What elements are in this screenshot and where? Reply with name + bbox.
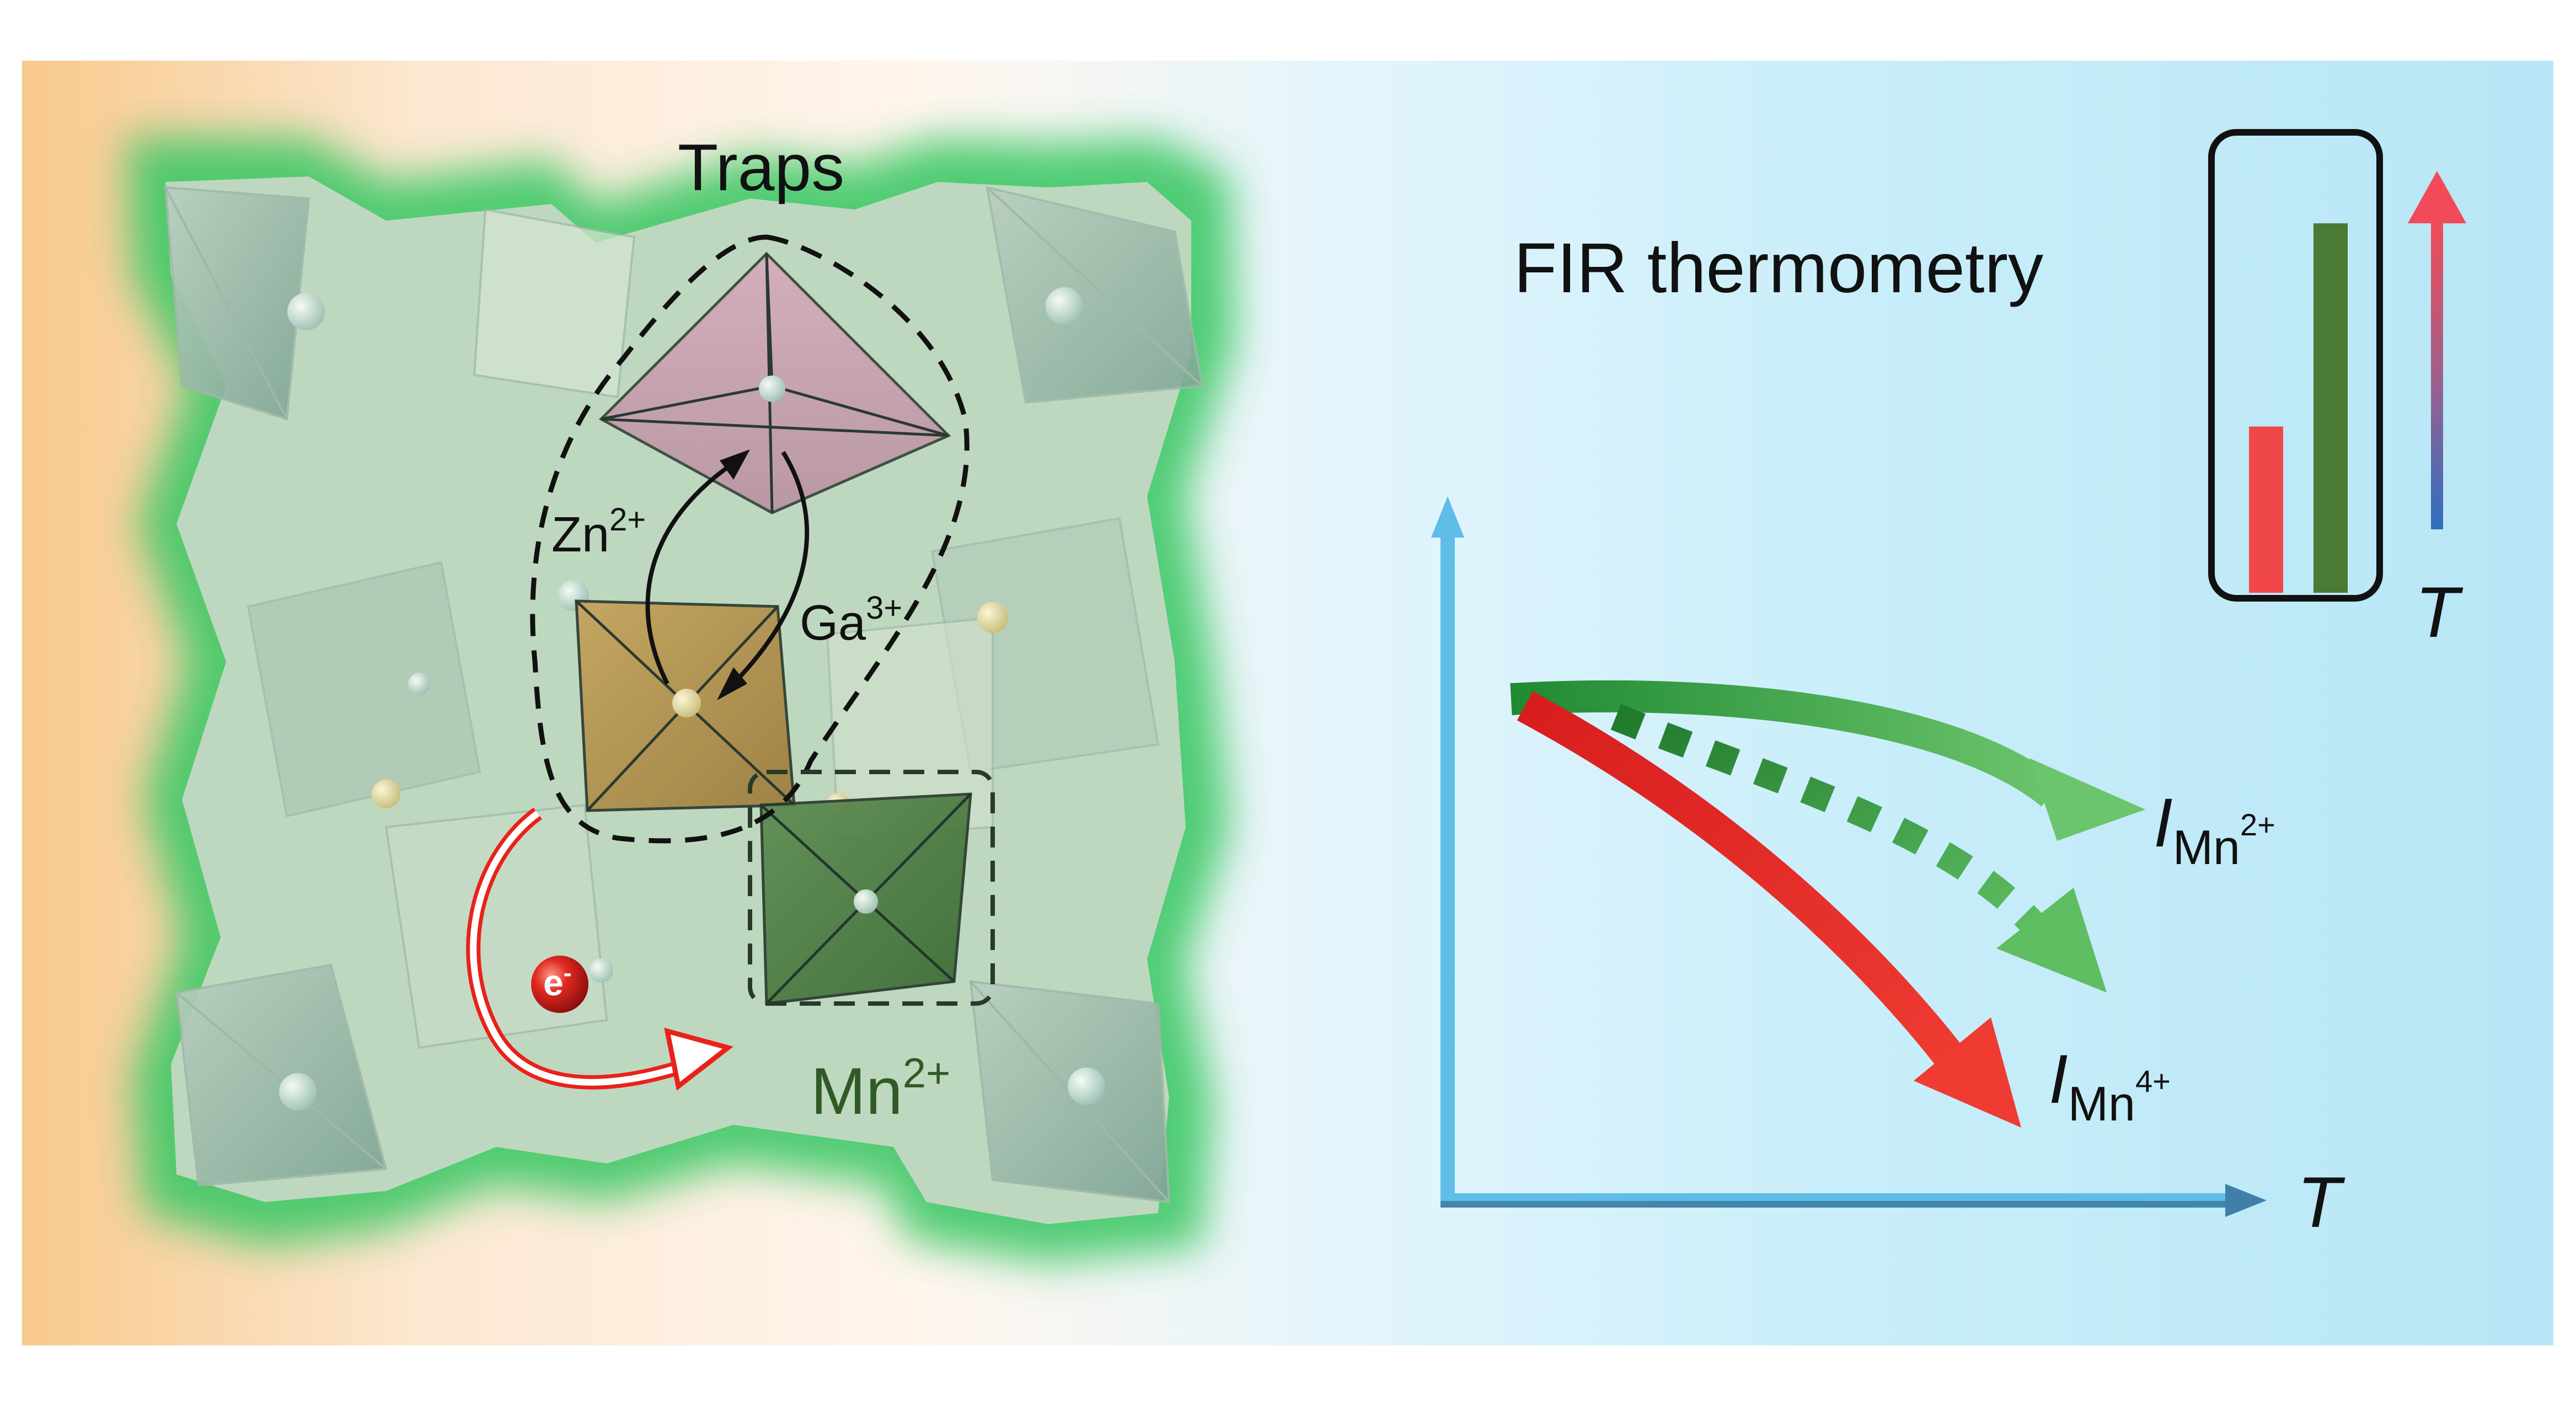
atom	[854, 889, 878, 914]
mn2-curve-arrowhead	[2029, 758, 2145, 841]
electron-label: e-	[543, 959, 571, 1003]
atom	[977, 602, 1008, 633]
octahedron	[247, 561, 481, 818]
y-axis	[1440, 529, 1455, 1208]
mn-label: Mn2+	[811, 1050, 950, 1128]
dashed-curve-arrowhead	[1996, 888, 2107, 993]
mn2-curve	[1510, 680, 2062, 807]
exchange-arrows	[645, 450, 810, 691]
mn2-curve-label: IMn2+	[2154, 785, 2275, 875]
atom	[1046, 287, 1083, 325]
zn-label: Zn2+	[551, 502, 646, 562]
electron-path-arrowhead	[664, 1027, 733, 1091]
atom	[279, 1073, 317, 1111]
y-axis-arrow	[1431, 496, 1464, 538]
ga-label: Ga3+	[800, 590, 902, 651]
octahedron	[164, 186, 310, 421]
octahedron	[384, 803, 608, 1049]
mn4-curve-label: IMn4+	[2049, 1041, 2171, 1131]
mn4-curve-arrowhead	[1914, 1017, 2021, 1128]
traps-dashed-outline	[530, 234, 970, 844]
mn4-curve	[1517, 691, 1971, 1077]
electron-ball	[531, 956, 588, 1013]
dashed-green-curve	[1610, 704, 2045, 936]
atom	[589, 958, 613, 983]
arrowhead	[717, 667, 747, 700]
mn-dashed-box	[748, 770, 995, 1006]
background-polyhedra	[164, 186, 1204, 1204]
temperature-arrow-shaft	[2431, 221, 2443, 529]
plot-axes	[1431, 496, 2267, 1217]
traps-label: Traps	[678, 131, 844, 205]
inset-bar-green	[2313, 223, 2348, 593]
atom	[287, 293, 325, 330]
inset-box	[2208, 129, 2383, 602]
atom	[408, 673, 430, 695]
octahedron	[473, 208, 636, 399]
temperature-arrow-head	[2408, 171, 2466, 223]
inset-bar-red	[2249, 426, 2283, 593]
temperature-symbol: T	[2415, 572, 2463, 652]
atom	[759, 376, 785, 402]
atom	[672, 689, 701, 717]
arrowhead	[720, 449, 750, 480]
inset-bars	[2249, 223, 2348, 593]
atom	[1068, 1068, 1105, 1105]
x-axis-arrow	[2225, 1184, 2267, 1217]
atom	[372, 780, 400, 808]
crystal-structure	[127, 138, 1235, 1263]
fir-title: FIR thermometry	[1514, 229, 2043, 308]
x-axis-label: T	[2297, 1162, 2345, 1242]
